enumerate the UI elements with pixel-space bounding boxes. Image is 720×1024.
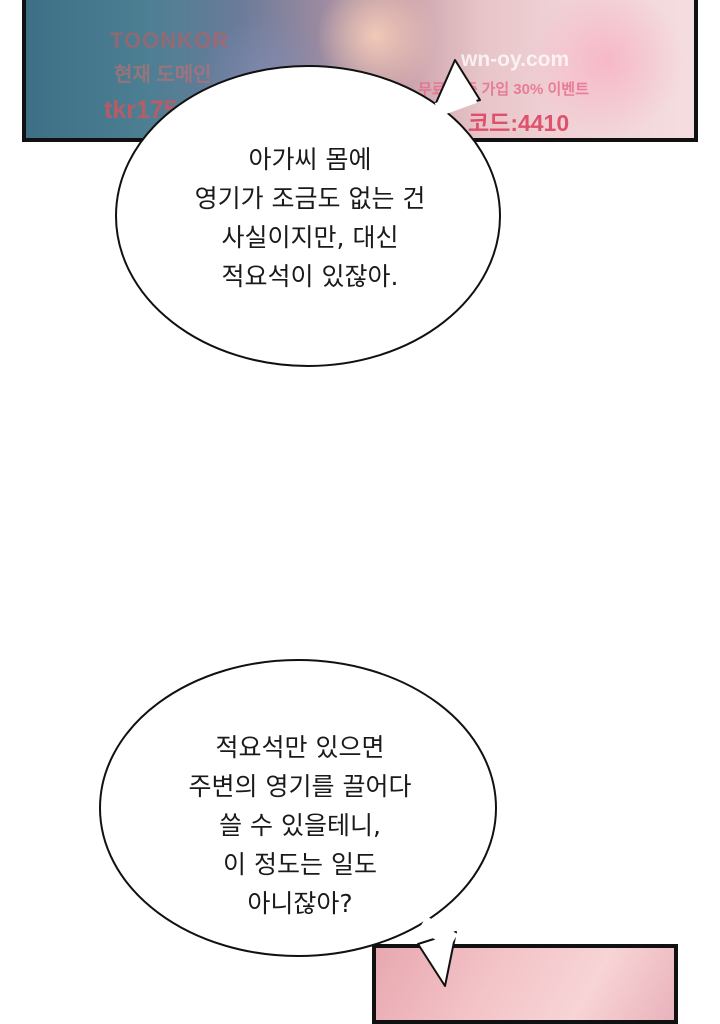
panel-art-shape (526, 0, 686, 136)
dialogue-line: 아가씨 몸에 (248, 145, 372, 174)
dialogue-line: 적요석이 있잖아. (221, 262, 399, 291)
dialogue-line: 쓸 수 있을테니, (219, 811, 381, 840)
dialogue-line: 적요석만 있으면 (215, 733, 385, 762)
speech-bubble-1 (115, 59, 501, 367)
dialogue-line: 주변의 영기를 끌어다 (188, 772, 412, 801)
dialogue-line: 아니잖아? (247, 889, 353, 918)
speech-bubble-2-text: 적요석만 있으면 주변의 영기를 끌어다 쓸 수 있을테니, 이 정도는 일도 … (120, 728, 480, 923)
dialogue-line: 사실이지만, 대신 (221, 223, 399, 252)
dialogue-line: 영기가 조금도 없는 건 (194, 184, 426, 213)
watermark-site: wn-oy.com (461, 48, 570, 71)
watermark-domain-label: 현재 도메인 (114, 64, 212, 86)
speech-bubble-1-text: 아가씨 몸에 영기가 조금도 없는 건 사실이지만, 대신 적요석이 있잖아. (130, 140, 490, 296)
watermark-code: 코드:4410 (468, 110, 570, 136)
watermark-toonkor: TOONKOR (110, 28, 230, 53)
speech-bubbles-layer (99, 59, 501, 987)
speech-bubble-2 (99, 659, 497, 987)
dialogue-line: 이 정도는 일도 (223, 850, 377, 879)
